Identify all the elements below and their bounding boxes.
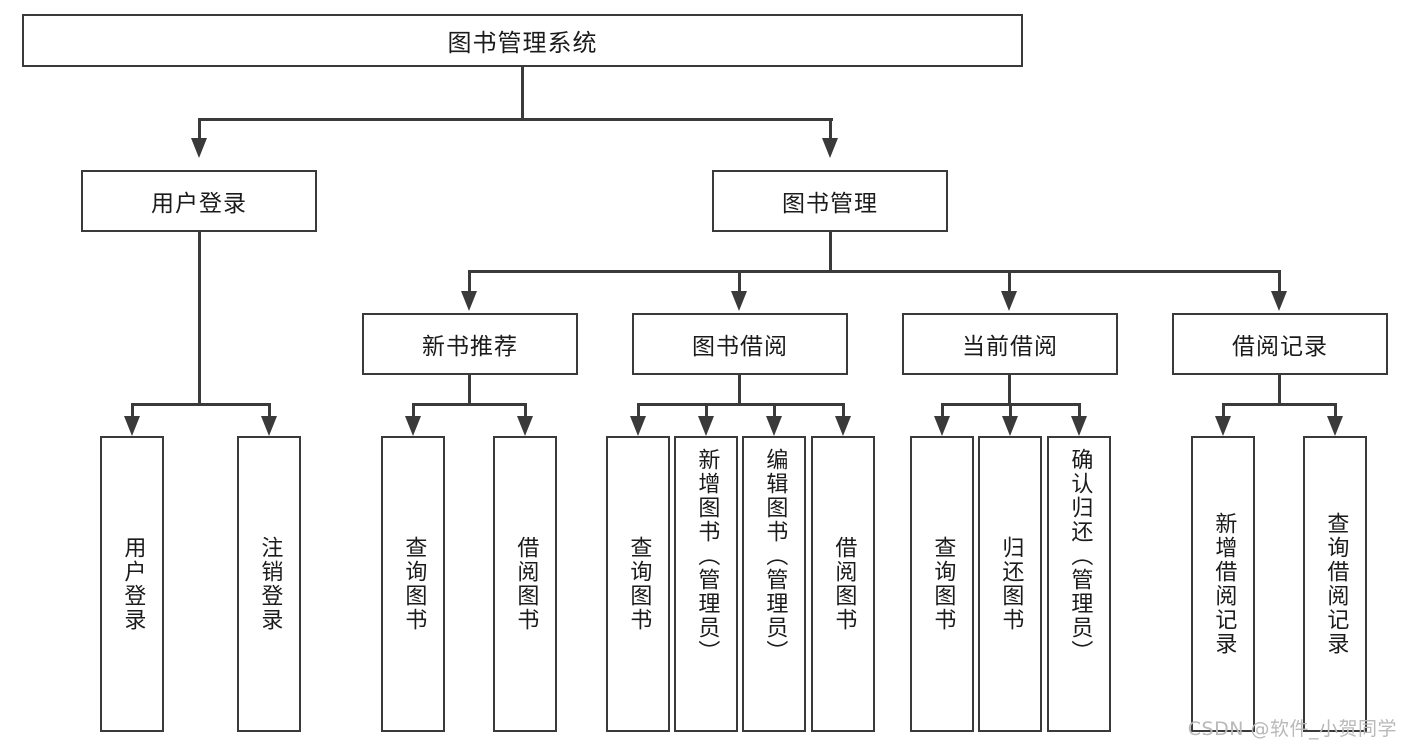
node-borrow-record[interactable]: 借阅记录 (1172, 313, 1388, 375)
arrow-book-borrow (731, 291, 747, 311)
node-current-borrow[interactable]: 当前借阅 (902, 313, 1118, 375)
arrow-borrow-record (1271, 291, 1287, 311)
leaf-edit-book-label: 编辑图书（管理员） (762, 448, 788, 664)
arrow-leaf-logout (261, 416, 277, 436)
connector-book-borrow-bus (637, 403, 845, 406)
arrow-add-book (698, 416, 714, 436)
arrow-query-book-2 (630, 416, 646, 436)
connector-drop-add-record (1222, 403, 1225, 419)
node-new-book-rec-label: 新书推荐 (422, 334, 518, 360)
leaf-confirm-return[interactable]: 确认归还（管理员） (1047, 436, 1111, 732)
leaf-add-record[interactable]: 新增借阅记录 (1191, 436, 1255, 732)
connector-level3-bus (468, 270, 1280, 273)
leaf-add-book[interactable]: 新增图书（管理员） (674, 436, 738, 732)
arrow-query-book-3 (934, 416, 950, 436)
arrow-query-record (1327, 416, 1343, 436)
arrow-book-manage (822, 138, 838, 158)
leaf-query-book-2[interactable]: 查询图书 (606, 436, 670, 732)
leaf-query-book-3-label: 查询图书 (930, 536, 956, 632)
arrow-new-book-rec (461, 291, 477, 311)
node-user-login[interactable]: 用户登录 (81, 170, 317, 232)
connector-drop-current-borrow (1008, 270, 1011, 294)
leaf-borrow-book-2[interactable]: 借阅图书 (811, 436, 875, 732)
connector-drop-query-record (1334, 403, 1337, 419)
connector-drop-borrow-book-1 (524, 403, 527, 419)
leaf-return-book[interactable]: 归还图书 (978, 436, 1042, 732)
leaf-query-book-2-label: 查询图书 (626, 536, 652, 632)
connector-drop-book-manage (829, 118, 832, 140)
arrow-borrow-book-2 (835, 416, 851, 436)
leaf-borrow-book-1[interactable]: 借阅图书 (493, 436, 557, 732)
connector-new-book-rec-stem (468, 375, 471, 405)
node-current-borrow-label: 当前借阅 (962, 334, 1058, 360)
node-book-manage[interactable]: 图书管理 (712, 170, 948, 232)
connector-new-book-rec-bus (412, 403, 526, 406)
leaf-add-book-label: 新增图书（管理员） (694, 448, 720, 664)
node-book-borrow[interactable]: 图书借阅 (632, 313, 848, 375)
leaf-user-login[interactable]: 用户登录 (100, 436, 164, 732)
connector-book-manage-stem (829, 232, 832, 272)
connector-drop-return-book (1009, 403, 1012, 419)
connector-borrow-record-bus (1222, 403, 1336, 406)
connector-level2-bus (198, 118, 833, 121)
connector-drop-query-book-3 (941, 403, 944, 419)
arrow-current-borrow (1001, 291, 1017, 311)
connector-root-stem (521, 67, 524, 120)
node-book-manage-label: 图书管理 (782, 191, 878, 217)
leaf-query-record-label: 查询借阅记录 (1323, 512, 1349, 656)
leaf-borrow-book-2-label: 借阅图书 (831, 536, 857, 632)
connector-drop-book-borrow (738, 270, 741, 294)
connector-drop-leaf-user-login (131, 403, 134, 419)
connector-drop-borrow-record (1278, 270, 1281, 294)
connector-drop-query-book-2 (637, 403, 640, 419)
arrow-user-login (191, 138, 207, 158)
connector-user-login-stem (198, 232, 201, 405)
connector-current-borrow-stem (1008, 375, 1011, 405)
connector-drop-new-book-rec (468, 270, 471, 294)
arrow-return-book (1002, 416, 1018, 436)
connector-book-borrow-stem (738, 375, 741, 405)
leaf-user-login-label: 用户登录 (120, 536, 146, 632)
leaf-edit-book[interactable]: 编辑图书（管理员） (742, 436, 806, 732)
node-root[interactable]: 图书管理系统 (22, 14, 1023, 67)
arrow-confirm-return (1071, 416, 1087, 436)
leaf-borrow-book-1-label: 借阅图书 (513, 536, 539, 632)
connector-drop-borrow-book-2 (842, 403, 845, 419)
connector-user-login-bus (131, 403, 270, 406)
arrow-add-record (1215, 416, 1231, 436)
leaf-add-record-label: 新增借阅记录 (1211, 512, 1237, 656)
node-root-label: 图书管理系统 (447, 29, 598, 57)
node-user-login-label: 用户登录 (151, 191, 247, 217)
node-borrow-record-label: 借阅记录 (1232, 334, 1328, 360)
connector-drop-edit-book (773, 403, 776, 419)
connector-drop-query-book-1 (412, 403, 415, 419)
arrow-query-book-1 (405, 416, 421, 436)
arrow-leaf-user-login (124, 416, 140, 436)
leaf-query-book-1-label: 查询图书 (401, 536, 427, 632)
leaf-logout[interactable]: 注销登录 (237, 436, 301, 732)
leaf-query-record[interactable]: 查询借阅记录 (1303, 436, 1367, 732)
arrow-edit-book (766, 416, 782, 436)
connector-drop-user-login (198, 118, 201, 140)
watermark: CSDN @软件_小贺同学 (1187, 718, 1397, 740)
node-new-book-rec[interactable]: 新书推荐 (362, 313, 578, 375)
connector-drop-confirm-return (1078, 403, 1081, 419)
leaf-return-book-label: 归还图书 (998, 536, 1024, 632)
leaf-logout-label: 注销登录 (257, 536, 283, 632)
connector-drop-leaf-logout (268, 403, 271, 419)
leaf-query-book-3[interactable]: 查询图书 (910, 436, 974, 732)
connector-drop-add-book (705, 403, 708, 419)
node-book-borrow-label: 图书借阅 (692, 334, 788, 360)
arrow-borrow-book-1 (517, 416, 533, 436)
connector-borrow-record-stem (1278, 375, 1281, 405)
leaf-query-book-1[interactable]: 查询图书 (381, 436, 445, 732)
leaf-confirm-return-label: 确认归还（管理员） (1067, 448, 1093, 664)
